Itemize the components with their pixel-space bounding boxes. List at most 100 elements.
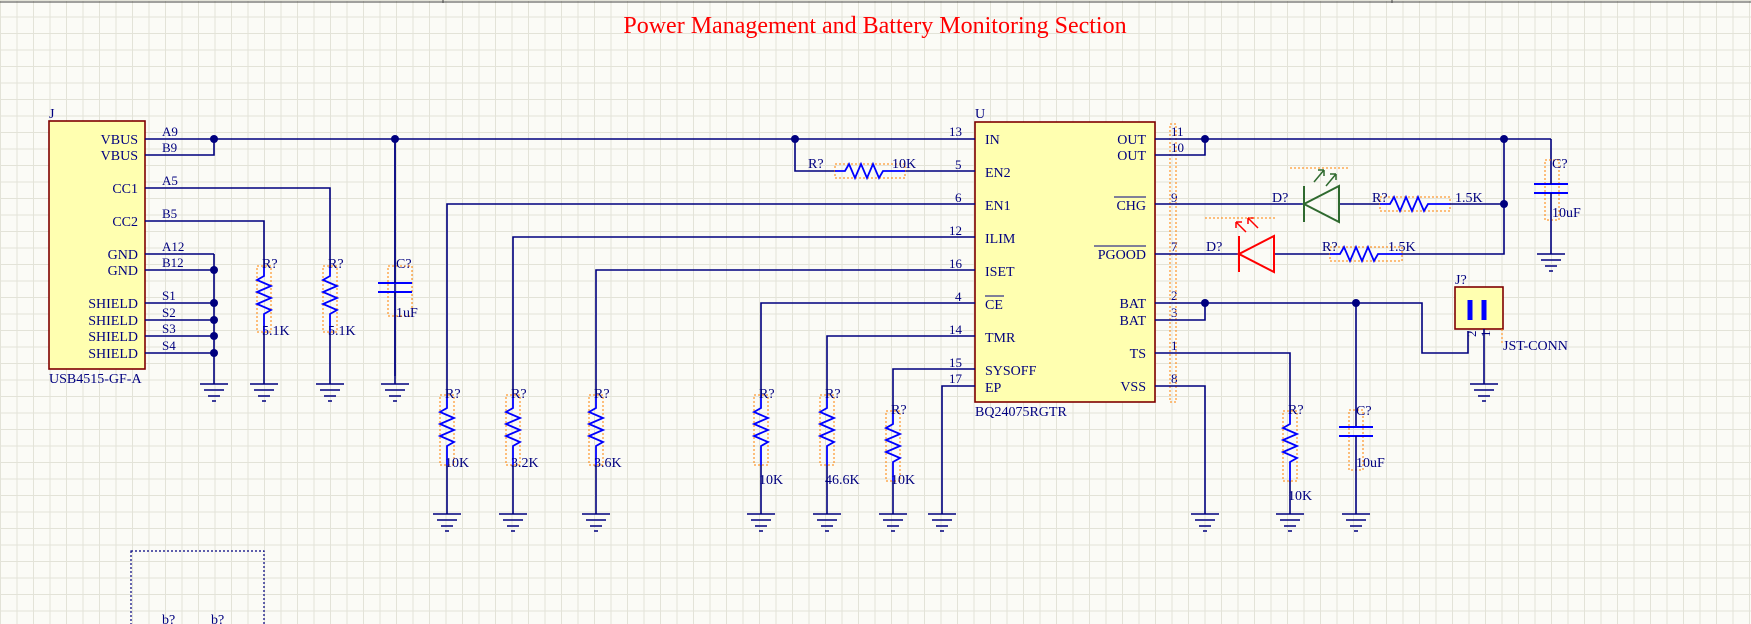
ic-pin-name: EN1 (985, 199, 1011, 214)
resistor-ref: R? (1288, 403, 1304, 418)
resistor-value: 10K (891, 473, 915, 488)
ic-pin-number: 9 (1171, 190, 1178, 205)
junction (1201, 299, 1209, 307)
ic-pin-name: OUT (1117, 133, 1146, 148)
resistor-symbol (1380, 194, 1450, 214)
usb-pin-name: GND (108, 248, 138, 263)
resistor-chg[interactable]: R? 1.5K (1372, 191, 1483, 214)
resistor-symbol (254, 266, 274, 332)
resistor-tmr[interactable]: R? 46.6K (817, 387, 860, 488)
ic-pin-number: 12 (949, 223, 962, 238)
ground-icon (1537, 253, 1565, 272)
resistor-ref: R? (445, 387, 461, 402)
resistor-en1[interactable]: R? 10K (437, 387, 469, 471)
capacitor-ref: C? (1552, 157, 1568, 172)
ic-pin-name: EP (985, 381, 1002, 396)
resistor-ref: R? (825, 387, 841, 402)
usb-pin-name: SHIELD (88, 314, 138, 329)
connector-body (1454, 286, 1504, 330)
capacitor-value: 10uF (1552, 206, 1581, 221)
resistor-cc1[interactable]: R? 5.1K (320, 257, 356, 339)
usb-pin-number: S2 (162, 305, 176, 320)
partial-component-outline (130, 550, 265, 624)
capacitor-value: 10uF (1356, 456, 1385, 471)
resistor-value: 10K (1288, 489, 1312, 504)
ground-icon (1470, 383, 1498, 402)
resistor-sysoff[interactable]: R? 10K (883, 403, 915, 488)
resistor-ce[interactable]: R? 10K (751, 387, 783, 488)
resistor-ref: R? (328, 257, 344, 272)
ic-pin-name: ILIM (985, 232, 1016, 247)
usb-pin-name: CC1 (112, 182, 138, 197)
net-iset (595, 269, 975, 395)
net-sysoff (892, 368, 975, 411)
battery-connector[interactable]: J? JST-CONN 2 1 (1454, 273, 1568, 354)
usb-pin-number: B5 (162, 206, 177, 221)
resistor-cc2[interactable]: R? 5.1K (254, 257, 290, 339)
connector-ref: J? (1455, 273, 1467, 288)
ic-pin-number: 17 (949, 371, 963, 386)
ground-icon (381, 383, 409, 402)
ic-pin-name: PGOOD (1098, 248, 1146, 263)
junction (791, 135, 799, 143)
ic-pin-number: 14 (949, 322, 963, 337)
resistor-symbol (320, 266, 340, 332)
usb-pin-number: B9 (162, 140, 177, 155)
resistor-ts[interactable]: R? 10K (1280, 403, 1312, 504)
ic-pin-number: 3 (1171, 305, 1178, 320)
usb-connector[interactable]: J USB4515-GF-A VBUS VBUS CC1 CC2 GND GND… (48, 107, 184, 387)
ground-icon (813, 513, 841, 532)
net-in (794, 139, 835, 172)
ic-designator: U (975, 107, 985, 122)
junction (1352, 299, 1360, 307)
net-out (1155, 138, 1552, 204)
led-green-symbol (1301, 184, 1340, 224)
resistor-iset[interactable]: R? 3.6K (586, 387, 622, 471)
resistor-symbol (586, 395, 606, 465)
ic-pin-name: OUT (1117, 149, 1146, 164)
net-ce (760, 302, 975, 395)
ic-pin-name: EN2 (985, 166, 1011, 181)
net-bat (1155, 302, 1469, 427)
resistor-pgood[interactable]: R? 1.5K (1322, 240, 1416, 264)
junction (210, 266, 218, 274)
resistor-value: 10K (759, 473, 783, 488)
led-power-good[interactable]: D? (1205, 217, 1275, 274)
usb-pin-name: VBUS (101, 149, 138, 164)
resistor-symbol (835, 161, 905, 181)
capacitor-ref: C? (1356, 404, 1372, 419)
usb-pin-number: S3 (162, 321, 176, 336)
resistor-ref: R? (808, 157, 824, 172)
ic-pin-name: TS (1130, 347, 1146, 362)
capacitor-output[interactable]: C? 10uF (1534, 157, 1581, 221)
resistor-ilim[interactable]: R? 3.2K (503, 387, 539, 471)
selection-hint (1169, 123, 1177, 403)
usb-pin-name: SHIELD (88, 347, 138, 362)
resistor-en2[interactable]: R? 10K (808, 157, 916, 181)
diode-ref: D? (1206, 240, 1222, 255)
resistor-ref: R? (262, 257, 278, 272)
partial-label: b? (162, 613, 175, 624)
capacitor-input[interactable]: C? 1uF (378, 257, 418, 321)
ground-icon (250, 383, 278, 402)
partial-component[interactable]: b? b? (130, 550, 265, 624)
resistor-value: 1.5K (1455, 191, 1483, 206)
resistor-ref: R? (759, 387, 775, 402)
charger-ic[interactable]: U BQ24075RGTR IN EN2 EN1 ILIM ISET CE TM… (949, 107, 1184, 420)
ic-pin-name: TMR (985, 331, 1016, 346)
ground-icon (200, 383, 228, 402)
ic-pin-number: 7 (1171, 239, 1178, 254)
ground-icon (1191, 513, 1219, 532)
resistor-value: 3.2K (511, 456, 539, 471)
capacitor-battery[interactable]: C? 10uF (1339, 404, 1385, 471)
ground-icon (879, 513, 907, 532)
net-usb-gnd (145, 253, 215, 384)
ic-pin-number: 15 (949, 355, 962, 370)
led-charge[interactable]: D? (1272, 167, 1350, 224)
connector-part: JST-CONN (1503, 339, 1568, 354)
net-en1 (446, 203, 975, 395)
ic-pin-name: IN (985, 133, 1000, 148)
resistor-value: 5.1K (262, 324, 290, 339)
